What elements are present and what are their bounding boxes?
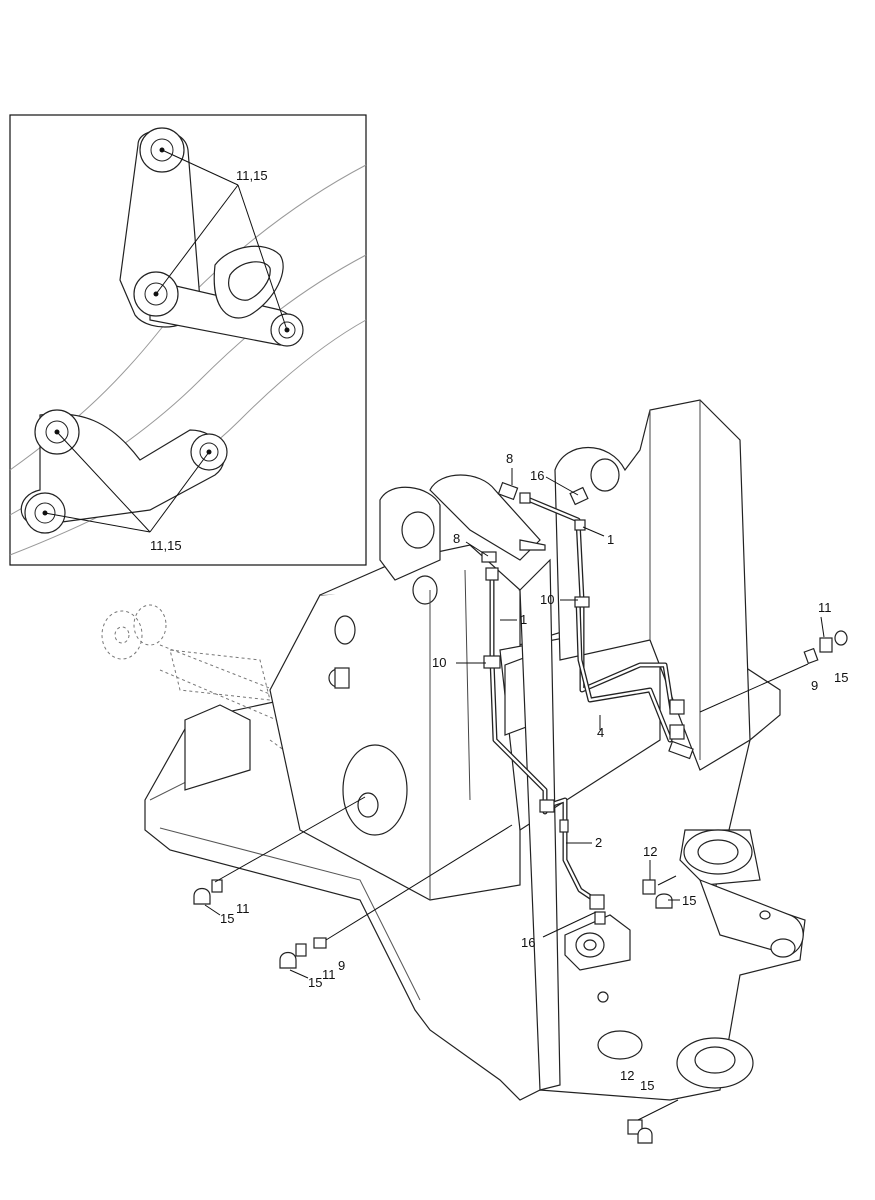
callout-12-right: 12 bbox=[643, 844, 657, 859]
left-tower bbox=[269, 486, 521, 901]
callout-12-bottom: 12 bbox=[620, 1068, 634, 1083]
callout-16-top: 16 bbox=[530, 468, 544, 483]
callout-1-top: 1 bbox=[607, 532, 614, 547]
detail-inset: 11,15 11,15 bbox=[9, 114, 367, 566]
inset-callout-top: 11,15 bbox=[236, 168, 268, 183]
callout-15-left: 15 bbox=[220, 911, 234, 926]
fittings bbox=[481, 481, 685, 925]
inset-callout-bottom: 11,15 bbox=[150, 538, 182, 553]
inset-leaders bbox=[44, 149, 288, 533]
centre-cylinder-bracket bbox=[564, 914, 631, 971]
hose-1-left bbox=[489, 575, 548, 815]
callout-9-right: 9 bbox=[811, 678, 818, 693]
right-tower bbox=[429, 399, 751, 771]
lower-bearing bbox=[597, 991, 754, 1089]
leader-lines bbox=[204, 468, 825, 1121]
callout-11-lower-left: 11 bbox=[322, 967, 336, 982]
callout-8-top: 8 bbox=[506, 451, 513, 466]
callout-4: 4 bbox=[597, 725, 604, 740]
callout-15-bottom: 15 bbox=[640, 1078, 654, 1093]
grease-fittings bbox=[193, 630, 848, 1144]
callout-1-mid: 1 bbox=[520, 612, 527, 627]
callout-10-top: 10 bbox=[540, 592, 554, 607]
callout-8-mid: 8 bbox=[453, 531, 460, 546]
callout-11-right: 11 bbox=[818, 600, 832, 615]
callout-16-bottom: 16 bbox=[521, 935, 535, 950]
swing-bracket bbox=[679, 829, 804, 958]
callout-2: 2 bbox=[595, 835, 602, 850]
callout-9-lower-left: 9 bbox=[338, 958, 345, 973]
hose-2 bbox=[547, 797, 598, 903]
callout-15-lower-left: 15 bbox=[308, 975, 322, 990]
callout-11-left: 11 bbox=[236, 901, 250, 916]
callout-15-bracket: 15 bbox=[682, 893, 696, 908]
callout-10-mid: 10 bbox=[432, 655, 446, 670]
callout-15-right: 15 bbox=[834, 670, 848, 685]
callouts: 8 16 1 8 10 1 10 4 11 9 15 2 12 15 16 15… bbox=[220, 451, 848, 1093]
hose-4 bbox=[575, 597, 673, 743]
